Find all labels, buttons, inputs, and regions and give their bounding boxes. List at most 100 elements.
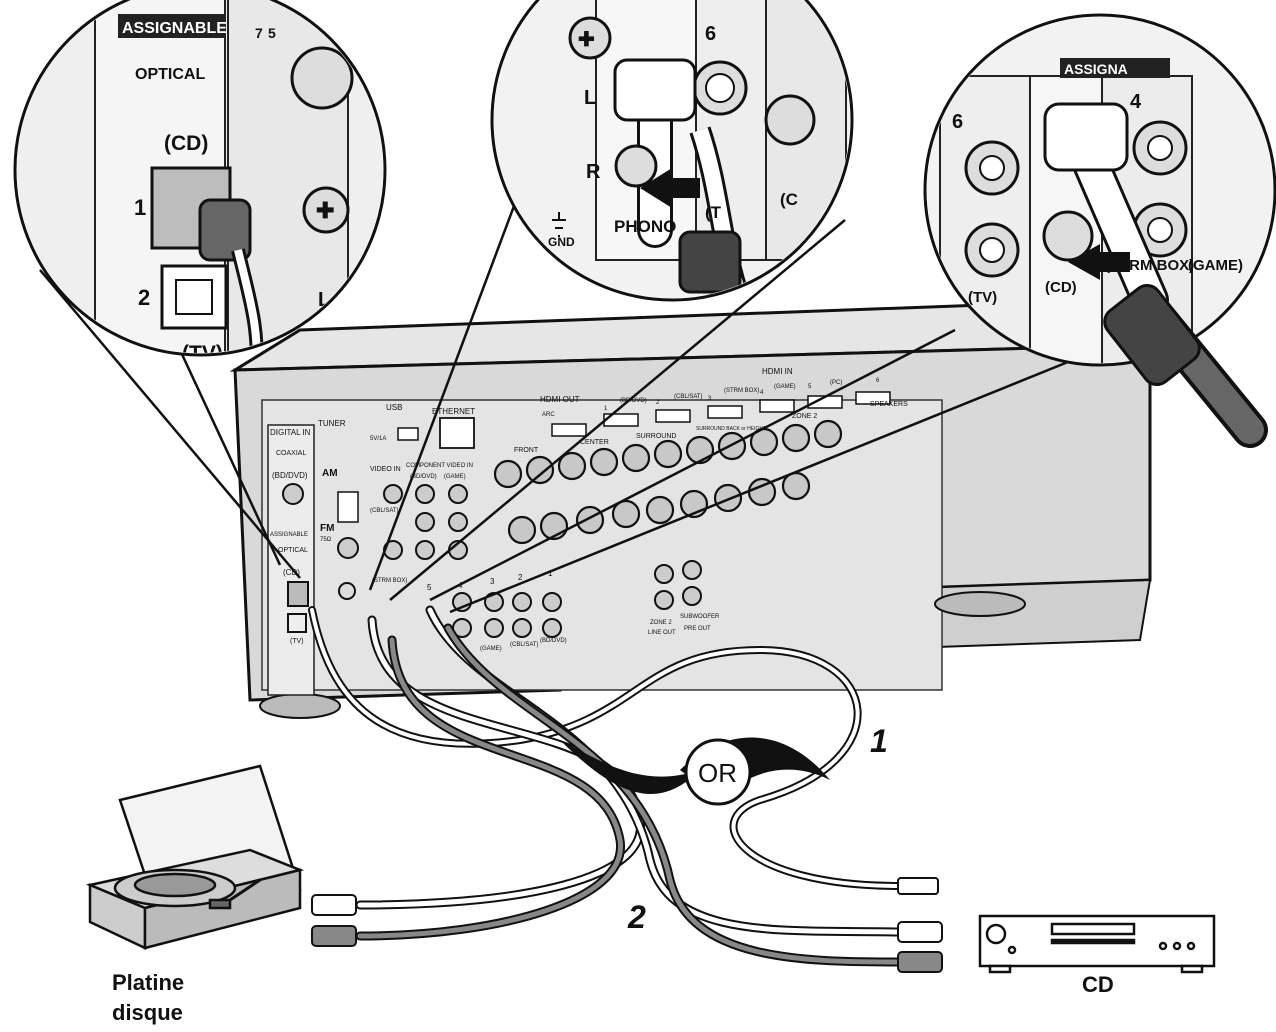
digital-assignable-label: ASSIGNABLE (270, 532, 308, 538)
hdmi-port-5-name: (PC) (830, 380, 842, 386)
audio-name-bd: (BD/DVD) (540, 638, 567, 644)
hdmi-port-3: 3 (708, 396, 712, 402)
zoom-right: ASSIGNA 6 5 4 (TV) (CD) (STRM BOX) (GAME… (429, 13, 1276, 614)
zoom-right-num-4: 4 (1130, 91, 1142, 113)
optical-port-1[interactable] (287, 581, 309, 607)
digital-tv-label: (TV) (290, 638, 304, 645)
digital-cd-label: (CD) (283, 568, 300, 577)
zoom-left-optical: OPTICAL (135, 66, 205, 83)
zoom-middle-left: L (584, 87, 596, 109)
hdmi-out-port[interactable] (551, 423, 587, 437)
fm-label: FM (320, 523, 334, 534)
zoom-left-num1: 1 (134, 195, 146, 220)
zoom-right-num-6: 6 (952, 111, 963, 133)
cd-player (978, 914, 1216, 974)
speaker-terminals (493, 419, 843, 545)
audio-num-5: 5 (427, 583, 432, 592)
component-jacks (383, 484, 468, 560)
coaxial-bd-label: (BD/DVD) (272, 471, 308, 480)
zoom-middle-partial-1: (T (705, 203, 722, 222)
receiver: DIGITAL IN COAXIAL (BD/DVD) ASSIGNABLE O… (229, 298, 1153, 719)
hdmi-port-1: 1 (604, 406, 608, 412)
audio-num-1: 1 (548, 569, 553, 578)
zoom-middle-right: R (586, 161, 601, 183)
comp-bd-label: (BD/DVD) (410, 474, 437, 480)
surround-back-label: SURROUND BACK or HEIGHT (696, 426, 766, 432)
fm-jack[interactable] (337, 537, 359, 559)
am-label: AM (322, 468, 338, 479)
turntable-caption-line2: disque (112, 1000, 183, 1025)
line-out-label: LINE OUT (648, 630, 676, 636)
audio-num-2: 2 (518, 573, 523, 582)
svg-text:✚: ✚ (316, 198, 334, 223)
hdmi-port-6: 6 (876, 378, 880, 384)
tuner-label: TUNER (318, 419, 346, 428)
digital-in-label: DIGITAL IN (270, 428, 311, 437)
plugs (311, 877, 943, 973)
hdmi-port-2: 2 (656, 400, 660, 406)
zoom-left-mark-7: 7 (255, 25, 263, 41)
phono-jack-right[interactable] (614, 144, 658, 188)
digital-in-block (267, 424, 315, 696)
coaxial-jack[interactable] (282, 483, 304, 505)
hdmi-port-4-name: (GAME) (774, 384, 796, 390)
zoom-left-mark-5: 5 (268, 25, 276, 41)
step-2: 2 (627, 899, 646, 935)
fm-ohm-label: 75Ω (320, 537, 332, 543)
digital-optical-label: OPTICAL (278, 547, 308, 554)
hdmi-in-ports (603, 391, 891, 427)
am-terminal[interactable] (337, 491, 359, 523)
zone2-lineout-label: ZONE 2 (650, 620, 672, 626)
zoom-right-strm: (STRM BOX) (1105, 257, 1194, 274)
usb-port[interactable] (397, 427, 419, 441)
ethernet-label: ETHERNET (432, 407, 475, 416)
zoom-left: ASSIGNABLE OPTICAL (CD) 1 2 (TV) 7 5 ✚ L (13, 0, 387, 579)
zoom-right-tv: (TV) (968, 289, 997, 306)
zoom-right-tag: ASSIGNA (1064, 61, 1128, 77)
turntable-caption: Platine disque (112, 968, 184, 1028)
audio-num-3: 3 (490, 577, 495, 586)
zoom-left-num2: 2 (138, 285, 150, 310)
hdmi-port-4: 4 (760, 390, 764, 396)
video-cbl-label: (CBL/SAT) (370, 508, 399, 514)
surround-label: SURROUND (636, 433, 676, 440)
zoom-middle-phono: PHONO (614, 217, 676, 236)
center-label: CENTER (580, 439, 609, 446)
zoom-left-cd: (CD) (164, 132, 208, 155)
coaxial-label: COAXIAL (276, 450, 306, 457)
zoom-middle: ✚ 6 L R GND PHONO (T (C ( ) (368, 0, 854, 601)
video-strm-label: (STRM BOX) (372, 578, 407, 584)
zoom-right-cd: (CD) (1045, 279, 1077, 296)
hdmi-port-3-name: (STRM BOX) (724, 388, 759, 394)
component-label: COMPONENT VIDEO IN (406, 463, 473, 469)
optical-port-2[interactable] (287, 613, 307, 633)
insert-arrow (640, 168, 700, 208)
zoom-right-game: (GAME) (1188, 257, 1243, 274)
line-out-jacks (654, 560, 702, 610)
svg-text:✚: ✚ (578, 29, 595, 51)
step-1: 1 (870, 723, 888, 759)
usb-label: USB (386, 403, 402, 412)
zoom-middle-partial-2: (C (780, 190, 798, 209)
or-text: OR (698, 758, 737, 788)
ethernet-port[interactable] (439, 417, 475, 449)
hdmi-port-5: 5 (808, 384, 812, 390)
insert-arrow-right (1068, 244, 1130, 280)
audio-name-game: (GAME) (480, 646, 502, 652)
pre-out-label: PRE OUT (684, 626, 711, 632)
zoom-left-tag: ASSIGNABLE (122, 20, 227, 37)
ground-screw[interactable] (338, 582, 356, 600)
usb-rating-label: 5V/1A (370, 436, 386, 442)
hdmi-in-label: HDMI IN (762, 367, 793, 376)
cd-caption: CD (1082, 972, 1114, 997)
subwoofer-label: SUBWOOFER (680, 614, 720, 620)
zoom-middle-gnd: GND (548, 235, 575, 249)
turntable (85, 764, 305, 950)
hdmi-port-1-name: (BD/DVD) (620, 398, 647, 404)
speakers-label: SPEAKERS (870, 401, 908, 408)
turntable-caption-line1: Platine (112, 970, 185, 995)
cables (308, 605, 905, 967)
cd-jack-right[interactable] (1042, 210, 1094, 262)
hdmi-port-2-name: (CBL/SAT) (674, 394, 703, 400)
